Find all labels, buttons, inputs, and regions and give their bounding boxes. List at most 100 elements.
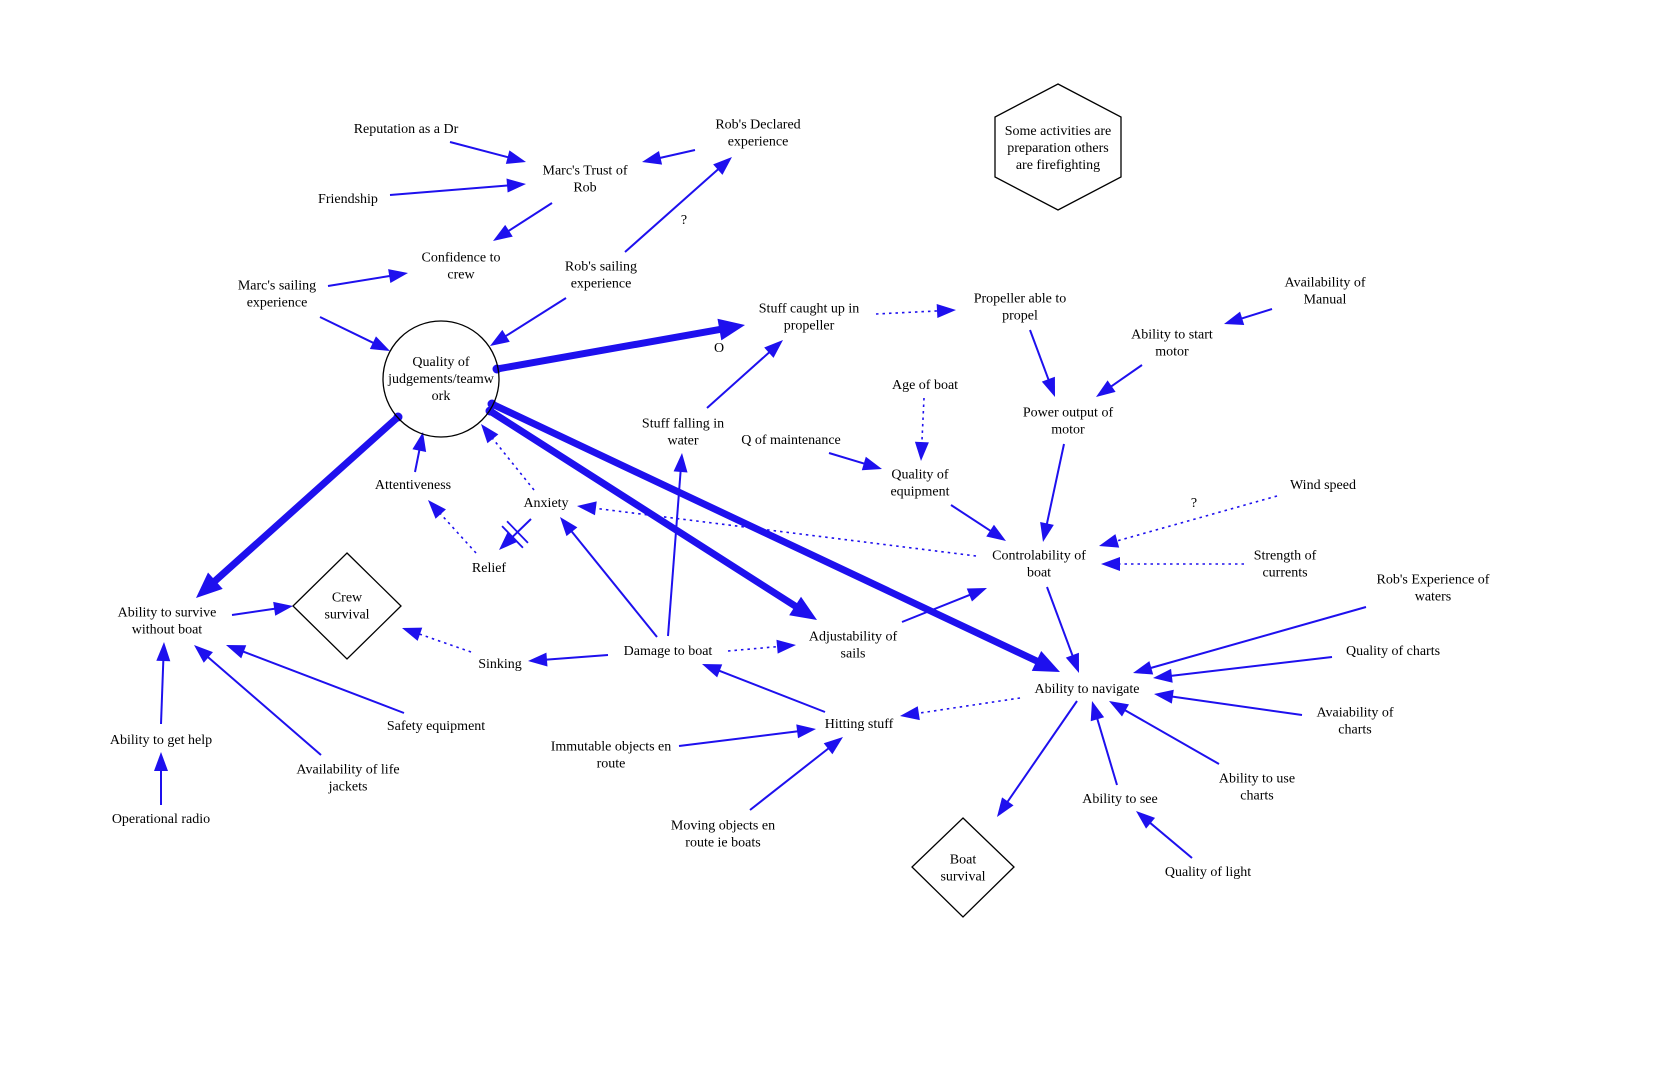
edge-operational-radio-to-ability-help-arrowhead bbox=[154, 752, 168, 771]
edge-quality-judgements-to-stuff-caught bbox=[493, 325, 725, 373]
node-power-output-line-2: motor bbox=[1051, 423, 1085, 438]
edge-controlability-to-ability-navigate bbox=[1046, 586, 1075, 658]
edge-ability-help-to-ability-survive-arrowhead bbox=[156, 642, 171, 662]
node-ability-start-line-2: motor bbox=[1155, 345, 1189, 360]
edge-anxiety-to-relief bbox=[510, 518, 532, 539]
node-strength-currents-line-2: currents bbox=[1262, 566, 1307, 581]
node-propeller-able-line-1: Propeller able to bbox=[974, 292, 1067, 307]
node-confidence-line-2: crew bbox=[447, 268, 475, 283]
edge-quality-light-to-ability-see bbox=[1148, 821, 1193, 859]
node-reputation: Reputation as a Dr bbox=[354, 122, 459, 137]
edge-q-maintenance-to-quality-equipment bbox=[828, 452, 867, 466]
edge-adjustability-to-controlability bbox=[901, 593, 972, 623]
node-attentiveness: Attentiveness bbox=[375, 478, 451, 493]
edge-availability-charts-to-ability-navigate bbox=[1170, 695, 1303, 716]
edge-hitting-stuff-to-damage-boat bbox=[717, 669, 826, 713]
node-relief-line-1: Relief bbox=[472, 561, 507, 576]
edge-ability-see-to-ability-navigate-arrowhead bbox=[1090, 701, 1105, 722]
edge-ability-help-to-ability-survive bbox=[160, 658, 165, 725]
node-q-maintenance: Q of maintenance bbox=[741, 433, 841, 448]
edge-moving-objects-to-hitting-stuff bbox=[749, 746, 831, 811]
edge-anxiety-to-quality-judgements-arrowhead bbox=[481, 424, 499, 444]
node-ability-survive-line-1: Ability to survive bbox=[118, 606, 217, 621]
edge-adjustability-to-controlability-arrowhead bbox=[966, 588, 987, 602]
node-ability-see: Ability to see bbox=[1082, 792, 1157, 807]
node-quality-light: Quality of light bbox=[1165, 865, 1251, 880]
node-hitting-stuff-line-1: Hitting stuff bbox=[825, 717, 894, 732]
edge-life-jackets-to-ability-survive bbox=[206, 655, 322, 756]
edge-robs-sailing-to-robs-declared-arrowhead bbox=[713, 157, 732, 175]
edge-ability-survive-to-crew-survival bbox=[231, 607, 277, 616]
edge-attentiveness-to-quality-judgements-arrowhead bbox=[412, 432, 427, 453]
node-wind-speed-line-1: Wind speed bbox=[1290, 478, 1356, 493]
edge-quality-charts-to-ability-navigate bbox=[1169, 656, 1333, 678]
node-availability-charts-line-2: charts bbox=[1338, 723, 1371, 738]
node-immutable-objects-line-2: route bbox=[597, 757, 626, 772]
node-ability-use-charts-line-2: charts bbox=[1240, 789, 1273, 804]
edge-strength-currents-to-controlability-arrowhead bbox=[1101, 557, 1120, 571]
edge-ability-navigate-to-hitting-stuff bbox=[916, 697, 1021, 715]
node-adjustability-line-2: sails bbox=[841, 647, 866, 662]
node-availability-manual-line-2: Manual bbox=[1304, 293, 1347, 308]
edge-damage-boat-to-anxiety bbox=[569, 529, 658, 638]
node-propeller-able-line-2: propel bbox=[1002, 309, 1038, 324]
edge-marcs-sailing-to-confidence-arrowhead bbox=[388, 269, 408, 283]
edge-robs-declared-to-marcs-trust bbox=[658, 149, 696, 160]
edge-anxiety-to-relief-arrowhead bbox=[499, 531, 518, 550]
edge-sinking-to-crew-survival-arrowhead bbox=[402, 627, 423, 641]
edge-ability-use-charts-to-ability-navigate-arrowhead bbox=[1109, 701, 1129, 717]
node-hexagon-note-line-3: are firefighting bbox=[1016, 158, 1100, 173]
edge-ability-navigate-to-boat-survival bbox=[1005, 700, 1078, 804]
edge-propeller-able-to-power-output bbox=[1029, 329, 1050, 382]
node-operational-radio-line-1: Operational radio bbox=[112, 812, 210, 827]
node-robs-sailing-line-2: experience bbox=[571, 277, 632, 292]
node-damage-boat-line-1: Damage to boat bbox=[624, 644, 713, 659]
node-relief: Relief bbox=[472, 561, 507, 576]
node-propeller-able: Propeller able to propel bbox=[974, 292, 1067, 324]
node-ability-start-line-1: Ability to start bbox=[1131, 328, 1213, 343]
node-robs-exp-waters-line-2: waters bbox=[1415, 590, 1452, 605]
edge-ability-see-to-ability-navigate bbox=[1095, 717, 1118, 786]
node-stuff-caught: Stuff caught up in propeller bbox=[759, 302, 859, 334]
edge-ability-start-to-power-output-arrowhead bbox=[1096, 380, 1116, 397]
node-robs-sailing-line-1: Rob's sailing bbox=[565, 260, 637, 275]
edge-ability-survive-to-crew-survival-arrowhead bbox=[273, 601, 293, 616]
edge-damage-boat-to-sinking bbox=[544, 654, 609, 661]
quality-judgements-circle bbox=[382, 320, 500, 438]
edge-marcs-sailing-to-quality-judgements bbox=[319, 316, 376, 345]
node-marcs-trust-line-2: Rob bbox=[573, 181, 596, 196]
edge-hitting-stuff-to-damage-boat-arrowhead bbox=[702, 664, 723, 678]
node-stuff-caught-line-2: propeller bbox=[784, 319, 835, 334]
edge-power-output-to-controlability bbox=[1045, 443, 1065, 526]
edge-marcs-sailing-to-confidence bbox=[327, 274, 392, 287]
node-stuff-caught-line-1: Stuff caught up in bbox=[759, 302, 859, 317]
edge-safety-equipment-to-ability-survive-arrowhead bbox=[226, 645, 247, 659]
node-quality-charts-line-1: Quality of charts bbox=[1346, 644, 1440, 659]
node-hitting-stuff: Hitting stuff bbox=[825, 717, 894, 732]
node-sinking-line-1: Sinking bbox=[478, 657, 522, 672]
node-q-maintenance-line-1: Q of maintenance bbox=[741, 433, 841, 448]
edge-ability-start-to-power-output bbox=[1109, 364, 1143, 389]
edge-moving-objects-to-hitting-stuff-arrowhead bbox=[823, 737, 843, 755]
node-sinking: Sinking bbox=[478, 657, 522, 672]
edge-damage-boat-to-adjustability bbox=[727, 645, 780, 652]
node-life-jackets-line-1: Availability of life bbox=[296, 763, 399, 778]
edge-reputation-to-marcs-trust-arrowhead bbox=[505, 150, 526, 164]
node-quality-light-line-1: Quality of light bbox=[1165, 865, 1251, 880]
edge-quality-judgements-to-stuff-caught-origin-dot bbox=[492, 364, 502, 374]
edge-robs-sailing-to-quality-judgements bbox=[503, 297, 567, 338]
node-quality-charts: Quality of charts bbox=[1346, 644, 1440, 659]
node-marcs-sailing-line-1: Marc's sailing bbox=[238, 279, 316, 294]
edge-power-output-to-controlability-arrowhead bbox=[1040, 521, 1054, 542]
node-robs-declared-line-2: experience bbox=[728, 135, 789, 150]
